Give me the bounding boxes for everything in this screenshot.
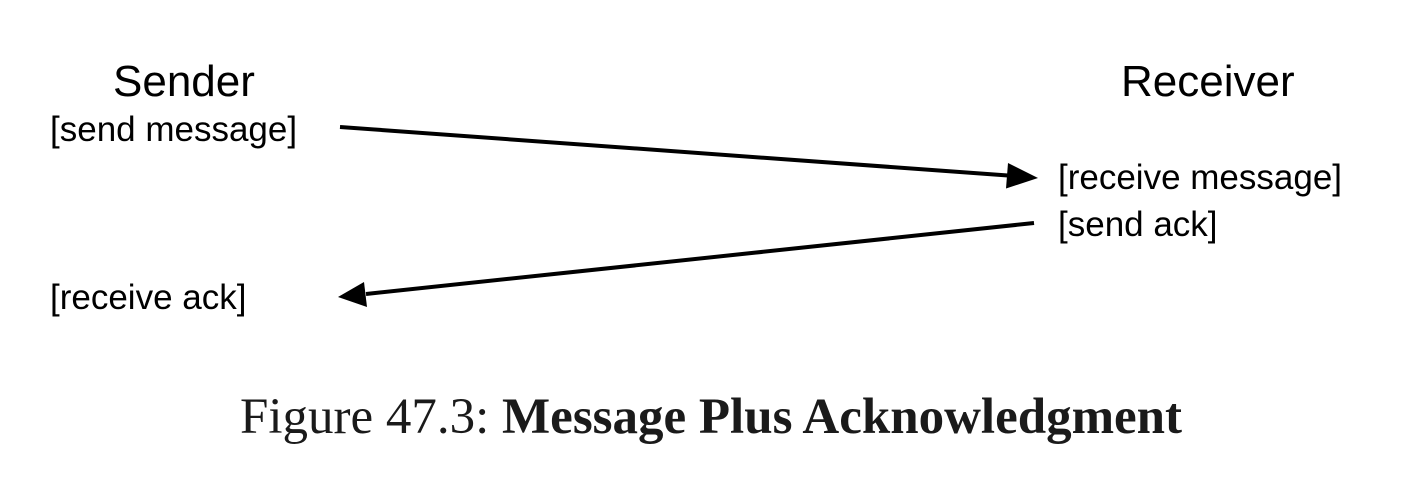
ack-arrow-line: [365, 221, 1035, 296]
message-arrowhead: [1006, 163, 1038, 189]
ack-arrowhead: [338, 282, 367, 307]
ack-arrow: [338, 221, 1035, 307]
caption-label: Figure 47.3:: [239, 389, 490, 445]
receive-message-label: [receive message]: [1058, 158, 1343, 197]
receive-ack-label: [receive ack]: [50, 278, 247, 317]
message-arrow-line: [339, 125, 1009, 178]
caption-title: Message Plus Acknowledgment: [502, 389, 1183, 445]
figure-caption: Figure 47.3: Message Plus Acknowledgment: [0, 392, 1422, 443]
message-arrow: [339, 125, 1038, 189]
send-ack-label: [send ack]: [1058, 205, 1218, 244]
send-message-label: [send message]: [50, 110, 298, 149]
receiver-heading: Receiver: [1121, 57, 1295, 106]
sender-heading: Sender: [113, 57, 255, 106]
